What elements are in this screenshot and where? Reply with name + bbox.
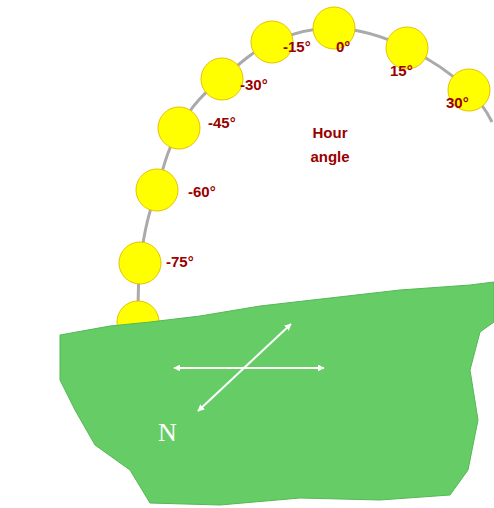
north-south-arrow bbox=[198, 324, 291, 411]
hour-angle-value: 0° bbox=[336, 38, 350, 55]
axis-title: Hour angle bbox=[300, 121, 360, 169]
east-west-arrow bbox=[174, 367, 324, 369]
hour-angle-value: -60° bbox=[188, 183, 216, 200]
sun-arc bbox=[138, 28, 492, 322]
compass-label: N bbox=[158, 418, 177, 448]
ground-patch bbox=[60, 282, 494, 505]
hour-angle-value: -30° bbox=[240, 76, 268, 93]
hour-angle-value: -15° bbox=[283, 38, 311, 55]
hour-angle-value: -75° bbox=[166, 253, 194, 270]
hour-angle-value: 30° bbox=[446, 94, 469, 111]
hour-angle-value: 15° bbox=[390, 62, 413, 79]
hour-angle-value: -45° bbox=[208, 114, 236, 131]
